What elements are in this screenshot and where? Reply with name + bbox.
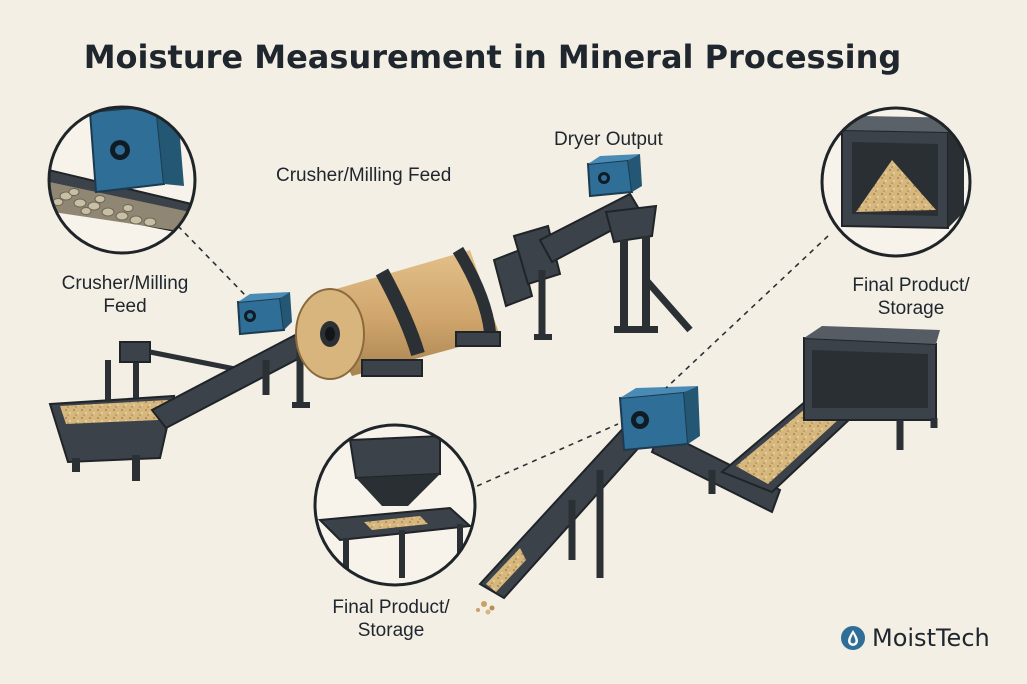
rotary-dryer: [295, 246, 501, 380]
brand-logo: MoistTech: [840, 622, 990, 654]
label-crusher-feed-left-line1: Crusher/Milling: [61, 273, 189, 294]
label-crusher-feed-left: Crusher/Milling Feed: [38, 272, 212, 318]
zoom-storage-box: [820, 106, 972, 258]
zoom-hopper: [313, 423, 477, 587]
label-crusher-feed-top: Crusher/Milling Feed: [276, 165, 452, 186]
water-drop-icon: [841, 626, 865, 650]
label-final-product-bottom: Final Product/ Storage: [306, 596, 476, 642]
dryer-output-conveyor: [492, 192, 693, 340]
label-crusher-feed-left-line2: Feed: [103, 296, 147, 317]
label-final-product-bottom-line2: Storage: [357, 620, 425, 641]
spilled-material: [476, 601, 495, 615]
dryer-output-sensor: [586, 154, 642, 198]
final-product-line: [478, 326, 940, 600]
label-final-product-right: Final Product/ Storage: [826, 274, 996, 320]
feed-hopper: [48, 341, 251, 481]
page-title: Moisture Measurement in Mineral Processi…: [83, 38, 902, 76]
label-final-product-bottom-line1: Final Product/: [332, 597, 450, 618]
brand-name: MoistTech: [872, 624, 990, 652]
zoom-crusher-feed: [47, 105, 197, 255]
leader-lines: [177, 225, 829, 491]
label-dryer-output: Dryer Output: [554, 129, 663, 150]
feed-sensor: [236, 292, 292, 336]
label-final-product-right-line2: Storage: [877, 298, 945, 319]
final-product-sensor: [618, 386, 700, 452]
label-final-product-right-line1: Final Product/: [852, 275, 970, 296]
